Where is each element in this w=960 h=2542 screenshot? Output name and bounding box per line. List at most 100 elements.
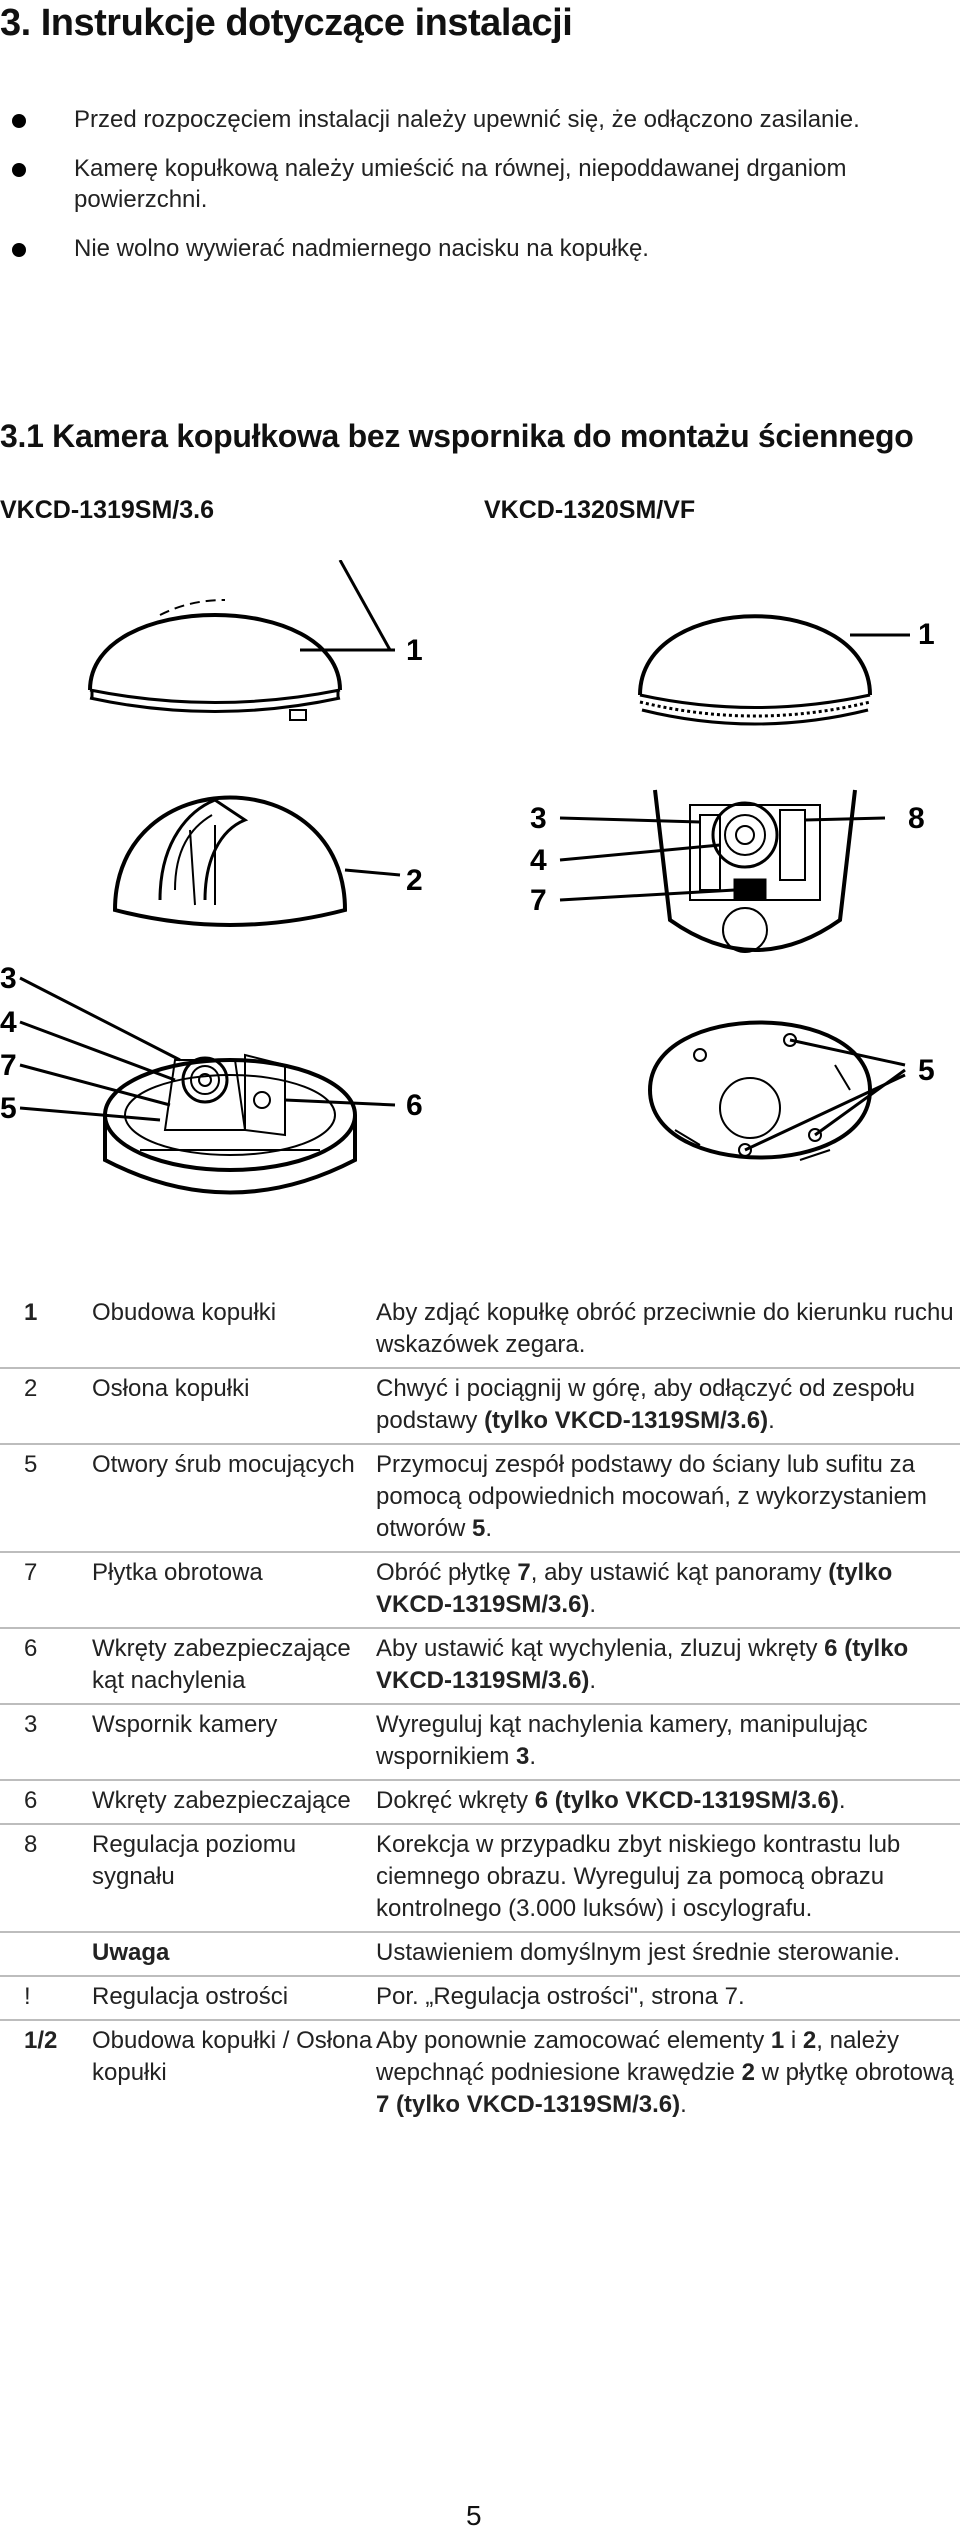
row-number: 5 <box>0 1443 92 1552</box>
camera-module-right-icon <box>653 789 857 953</box>
bullet-list: Przed rozpoczęciem instalacji należy upe… <box>12 104 932 282</box>
row-description: Ustawieniem domyślnym jest średnie stero… <box>376 1931 960 1976</box>
page-title: 3. Instrukcje dotyczące instalacji <box>0 2 573 44</box>
row-description: Przymocuj zespół podstawy do ściany lub … <box>376 1443 960 1552</box>
row-item: Wkręty zabezpieczające <box>92 1779 376 1824</box>
row-item: Otwory śrub mocujących <box>92 1443 376 1552</box>
row-number: 7 <box>0 1551 92 1628</box>
description-segment: (tylko VKCD-1319SM/3.6) <box>548 1787 839 1814</box>
row-number: 1/2 <box>0 2019 92 2127</box>
bullet-dot-icon <box>12 243 26 257</box>
section-title: 3.1 Kamera kopułkowa bez wspornika do mo… <box>0 418 914 454</box>
callout-right-4: 4 <box>530 844 547 877</box>
callout-left-4: 4 <box>0 1006 17 1039</box>
description-segment: Chwyć i pociągnij w górę, aby odłączyć o… <box>376 1375 915 1434</box>
description-segment: . <box>485 1515 493 1542</box>
bullet-dot-icon <box>12 114 26 128</box>
description-segment: Ustawieniem domyślnym jest średnie stero… <box>376 1939 901 1966</box>
row-number: 1 <box>24 1299 38 1326</box>
row-item: Płytka obrotowa <box>92 1551 376 1628</box>
row-item: Osłona kopułki <box>92 1367 376 1444</box>
row-description: Dokręć wkręty 6 (tylko VKCD-1319SM/3.6). <box>376 1779 960 1824</box>
description-segment: . <box>680 2091 687 2118</box>
row-number <box>0 1931 92 1976</box>
description-segment: . <box>589 1591 597 1618</box>
row-item: Obudowa kopułki / Osłona kopułki <box>92 2019 376 2127</box>
description-segment: (tylko VKCD-1319SM/3.6) <box>376 1635 909 1694</box>
description-segment: 2 <box>741 2059 755 2086</box>
description-segment: Obróć płytkę <box>376 1559 518 1586</box>
callout-right-3: 3 <box>530 802 547 835</box>
camera-diagram: 1 2 3 4 7 5 6 1 <box>0 560 935 1195</box>
callout-right-7: 7 <box>530 884 547 917</box>
description-segment: Korekcja w przypadku zbyt niskiego kontr… <box>376 1831 901 1922</box>
dome-housing-right-icon <box>638 614 872 726</box>
row-number: 2 <box>0 1367 92 1444</box>
description-segment: Aby ponownie zamocować elementy <box>376 2027 771 2054</box>
description-segment: Aby ustawić kąt wychylenia, zluzuj wkręt… <box>376 1635 825 1662</box>
row-description: Aby zdjąć kopułkę obróć przeciwnie do ki… <box>376 1293 960 1368</box>
row-number: 6 <box>0 1779 92 1824</box>
model-label-left: VKCD-1319SM/3.6 <box>0 496 214 524</box>
page-number: 5 <box>466 2500 482 2531</box>
row-number: 3 <box>0 1703 92 1780</box>
description-segment: . <box>589 1667 597 1694</box>
row-number: 8 <box>0 1823 92 1932</box>
callout-left-1: 1 <box>406 634 423 667</box>
bullet-item: Nie wolno wywierać nadmiernego nacisku n… <box>12 233 932 264</box>
row-item: Obudowa kopułki <box>92 1299 277 1326</box>
callout-right-5: 5 <box>918 1054 935 1087</box>
callout-left-3: 3 <box>0 962 17 995</box>
description-segment: , należy wepchnąć podniesione krawędzie <box>376 2027 899 2086</box>
description-segment: . <box>529 1743 537 1770</box>
description-segment: Przymocuj zespół podstawy do ściany lub … <box>376 1451 927 1542</box>
description-segment: 2 <box>802 2027 817 2054</box>
row-description: Aby ustawić kąt wychylenia, zluzuj wkręt… <box>376 1627 960 1704</box>
row-item: Uwaga <box>92 1931 376 1976</box>
description-segment: 1 <box>770 2027 785 2054</box>
row-number: 6 <box>0 1627 92 1704</box>
callout-right-8: 8 <box>908 802 925 835</box>
callout-left-5: 5 <box>0 1092 17 1125</box>
callout-left-2: 2 <box>406 864 423 897</box>
row-description: Por. „Regulacja ostrości", strona 7. <box>376 1975 960 2020</box>
base-assembly-left-icon <box>103 1053 357 1195</box>
row-item: Wkręty zabezpieczające kąt nachylenia <box>92 1627 376 1704</box>
description-segment: 6 <box>534 1787 549 1814</box>
row-number: ! <box>0 1975 92 2020</box>
description-segment: . <box>838 1787 846 1814</box>
dome-shroud-left-icon <box>112 795 348 927</box>
row-item: Regulacja poziomu sygnału <box>92 1823 376 1932</box>
description-segment: 3 <box>516 1743 530 1770</box>
description-segment: Aby zdjąć kopułkę obróć przeciwnie do ki… <box>376 1299 954 1358</box>
row-description: Wyreguluj kąt nachylenia kamery, manipul… <box>376 1703 960 1780</box>
callout-right-1: 1 <box>918 618 935 651</box>
description-segment: 5 <box>472 1515 486 1542</box>
description-segment: Wyreguluj kąt nachylenia kamery, manipul… <box>376 1711 868 1770</box>
row-description: Korekcja w przypadku zbyt niskiego kontr… <box>376 1823 960 1932</box>
row-item: Regulacja ostrości <box>92 1975 376 2020</box>
bullet-dot-icon <box>12 163 26 177</box>
dome-housing-left-icon <box>88 599 342 721</box>
description-segment: . <box>768 1407 775 1434</box>
callout-left-7: 7 <box>0 1049 17 1082</box>
callout-left-6: 6 <box>406 1089 423 1122</box>
parts-table: 1 Obudowa kopułki Aby zdjąć kopułkę obróć … <box>0 1293 960 2127</box>
bullet-item: Przed rozpoczęciem instalacji należy upe… <box>12 104 932 135</box>
description-segment: (tylko VKCD-1319SM/3.6) <box>484 1407 769 1434</box>
description-segment: w płytkę obrotową <box>754 2059 954 2086</box>
description-segment: (tylko VKCD-1319SM/3.6) <box>376 1559 893 1618</box>
row-description: Obróć płytkę 7, aby ustawić kąt panoramy… <box>376 1551 960 1628</box>
description-segment: 7 <box>517 1559 531 1586</box>
bullet-item: Kamerę kopułkową należy umieścić na równ… <box>12 153 932 215</box>
row-item: Wspornik kamery <box>92 1703 376 1780</box>
description-segment: i <box>784 2027 803 2054</box>
